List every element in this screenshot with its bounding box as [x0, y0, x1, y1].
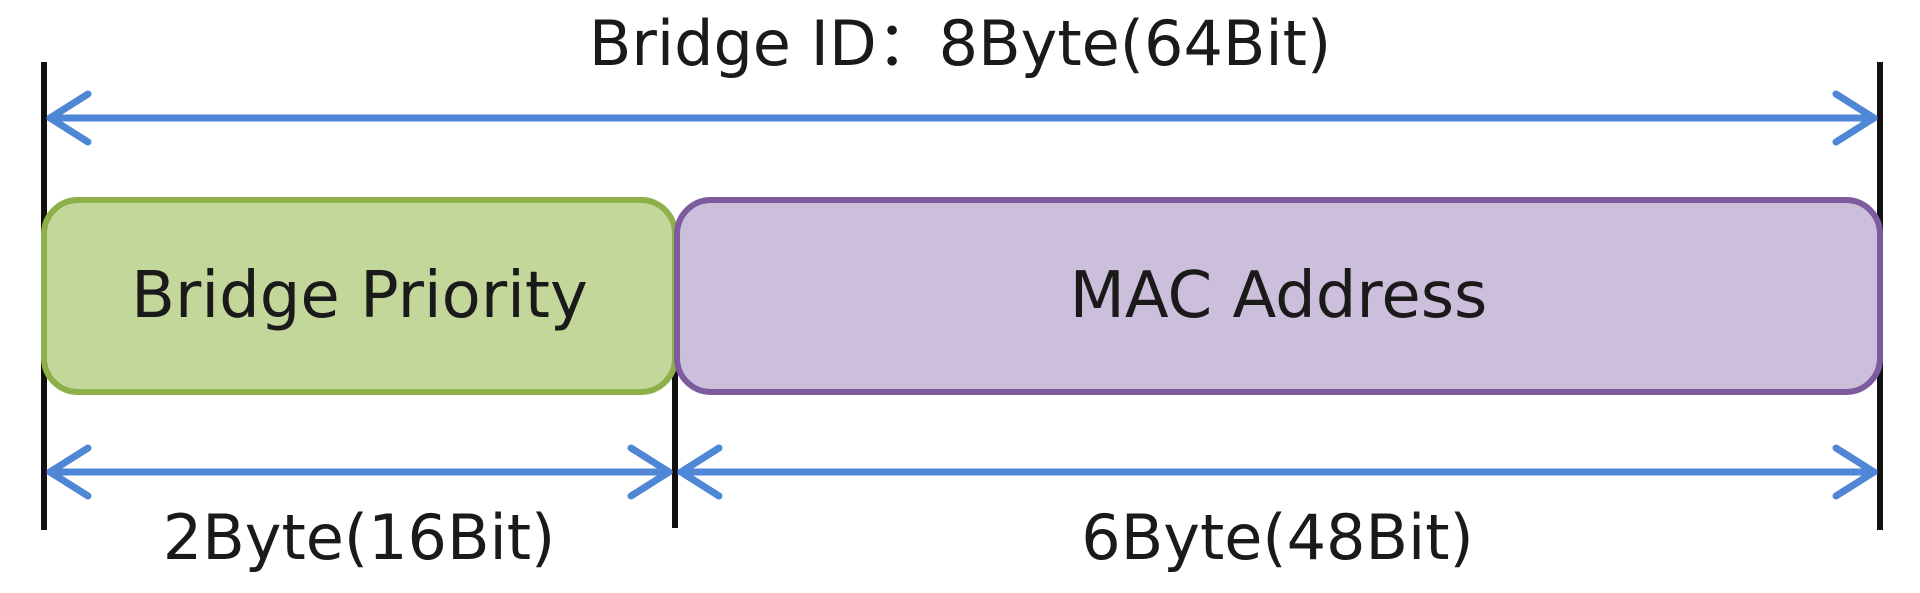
- bridge-id-total-label: Bridge ID：8Byte(64Bit): [588, 7, 1332, 80]
- total-length-arrow: [46, 90, 1878, 146]
- bridge-priority-label: Bridge Priority: [131, 259, 588, 333]
- bridge-priority-size-label: 2Byte(16Bit): [162, 501, 556, 574]
- mac-address-label: MAC Address: [1069, 259, 1488, 333]
- mac-address-box: [674, 197, 1883, 395]
- mac-address-size-label: 6Byte(48Bit): [1081, 501, 1474, 574]
- mac-length-arrow: [677, 444, 1878, 500]
- priority-length-arrow: [46, 444, 673, 500]
